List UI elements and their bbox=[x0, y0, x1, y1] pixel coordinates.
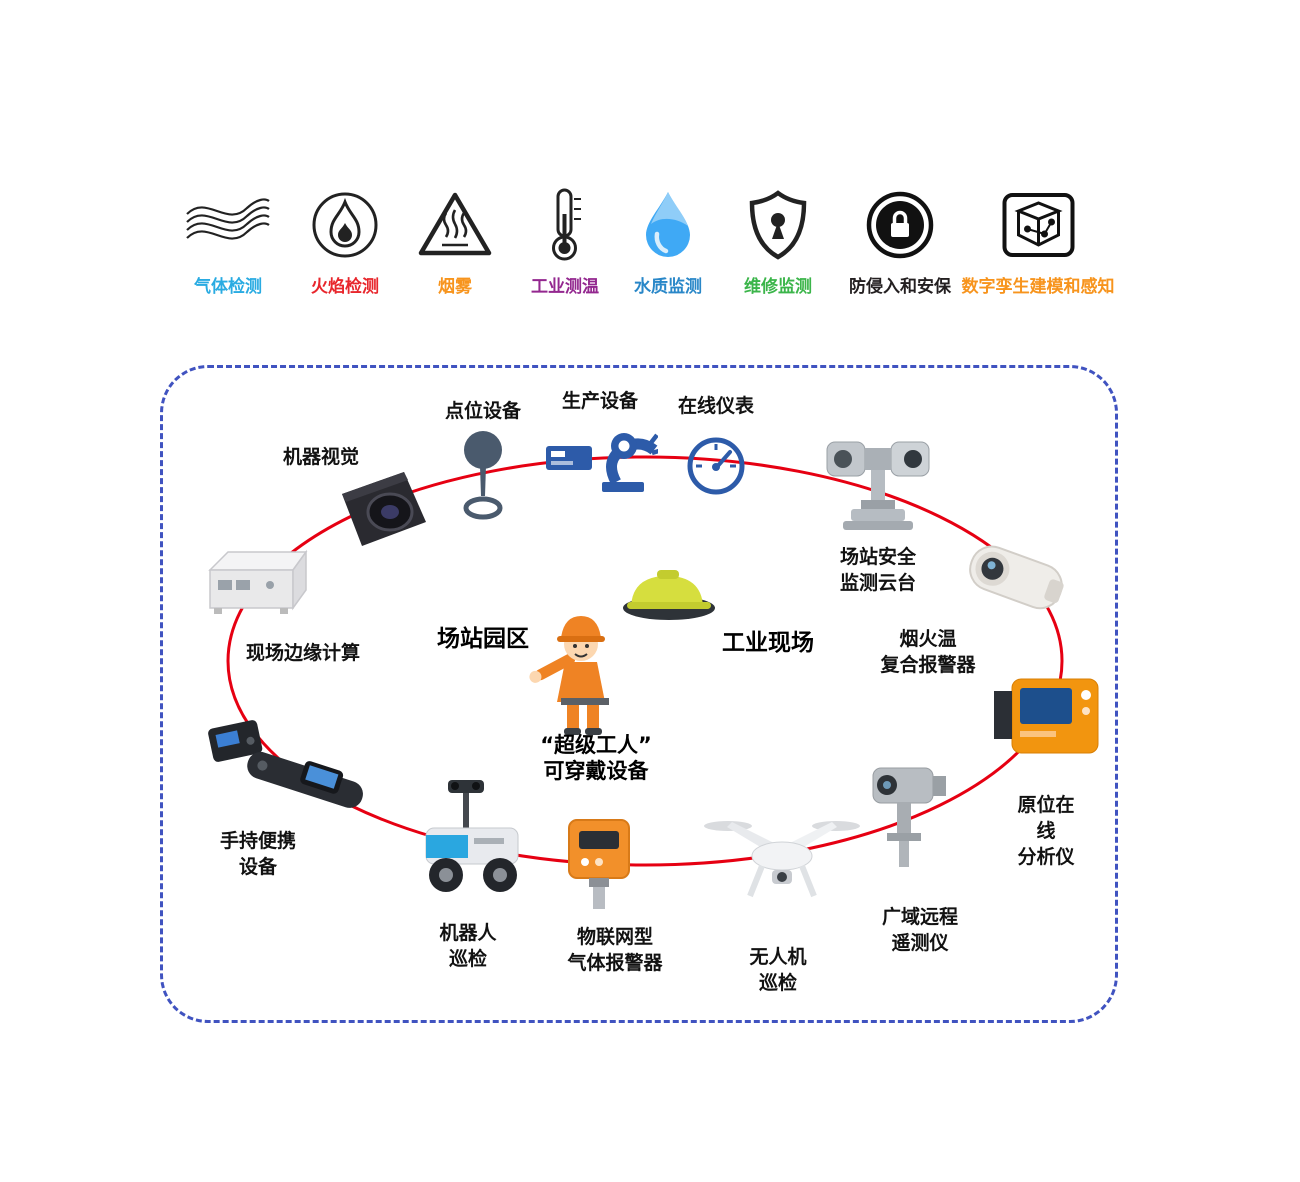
water-drop-icon bbox=[639, 186, 697, 264]
legend-label: 防侵入和安保 bbox=[849, 277, 951, 297]
label-machine-vision: 机器视觉 bbox=[282, 446, 360, 468]
label-station-ptz: 场站安全 监测云台 bbox=[839, 546, 917, 594]
legend-item-security: 防侵入和安保 bbox=[849, 186, 951, 297]
label-online-instrument: 在线仪表 bbox=[677, 395, 755, 417]
label-handheld: 手持便携 设备 bbox=[219, 830, 297, 878]
robot-arm-icon bbox=[546, 420, 658, 496]
legend-label: 维修监测 bbox=[744, 277, 812, 297]
legend-item-flame-detection: 火焰检测 bbox=[310, 186, 380, 297]
gauge-icon bbox=[686, 436, 746, 496]
point-device-pin-icon bbox=[456, 428, 510, 524]
legend-label: 数字孪生建模和感知 bbox=[961, 277, 1115, 297]
telemetry-camera-icon bbox=[863, 760, 955, 872]
red-ellipse-ring bbox=[226, 455, 1064, 867]
inspection-robot-icon bbox=[408, 780, 533, 902]
gas-waves-icon bbox=[183, 186, 273, 264]
handheld-devices-icon bbox=[205, 716, 390, 821]
station-ptz-camera-icon bbox=[813, 430, 943, 538]
lock-circle-icon bbox=[864, 186, 936, 264]
legend-item-digital-twin: 数字孪生建模和感知 bbox=[962, 186, 1115, 297]
flame-circle-icon bbox=[310, 186, 380, 264]
legend-item-gas-detection: 气体检测 bbox=[183, 186, 273, 297]
label-production-equipment: 生产设备 bbox=[561, 390, 639, 412]
label-wearable: “超级工人” 可穿戴设备 bbox=[540, 733, 652, 783]
zone-industrial-site: 工业现场 bbox=[722, 630, 814, 656]
thermometer-icon bbox=[544, 186, 586, 264]
legend-item-water-quality: 水质监测 bbox=[634, 186, 702, 297]
legend-item-maintenance: 维修监测 bbox=[744, 186, 812, 297]
legend-label: 水质监测 bbox=[634, 277, 702, 297]
iot-gas-alarm-icon bbox=[563, 816, 635, 911]
edge-computing-box-icon bbox=[198, 540, 313, 625]
machine-vision-camera-icon bbox=[328, 468, 433, 550]
label-point-device: 点位设备 bbox=[444, 400, 522, 422]
insitu-analyzer-icon bbox=[988, 673, 1106, 765]
digital-twin-cube-icon bbox=[998, 186, 1078, 264]
label-iot-gas-alarm: 物联网型 气体报警器 bbox=[567, 926, 663, 974]
shield-keyhole-icon bbox=[746, 186, 810, 264]
smart-helmet-icon bbox=[613, 560, 718, 622]
legend-item-smoke: 烟雾 bbox=[415, 186, 495, 297]
super-worker-figure bbox=[523, 600, 638, 735]
smoke-warning-triangle-icon bbox=[415, 186, 495, 264]
legend-label: 烟雾 bbox=[438, 277, 472, 297]
zone-station-park: 场站园区 bbox=[437, 626, 529, 652]
label-edge-computing: 现场边缘计算 bbox=[245, 642, 361, 664]
drone-icon bbox=[703, 810, 861, 905]
legend-item-thermometry: 工业测温 bbox=[531, 186, 599, 297]
legend-label: 气体检测 bbox=[194, 277, 262, 297]
legend-label: 工业测温 bbox=[531, 277, 599, 297]
label-robot-patrol: 机器人 巡检 bbox=[439, 922, 497, 970]
label-composite-alarm: 烟火温 复合报警器 bbox=[880, 628, 976, 676]
legend-label: 火焰检测 bbox=[311, 277, 379, 297]
dashed-boundary: 机器视觉 点位设备 生产设备 在线仪表 bbox=[160, 365, 1118, 1023]
composite-alarm-camera-icon bbox=[953, 528, 1078, 626]
label-drone-patrol: 无人机 巡检 bbox=[749, 946, 807, 994]
label-telemetry: 广域远程 遥测仪 bbox=[881, 906, 959, 954]
label-insitu-analyzer: 原位在线 分析仪 bbox=[1017, 794, 1075, 868]
